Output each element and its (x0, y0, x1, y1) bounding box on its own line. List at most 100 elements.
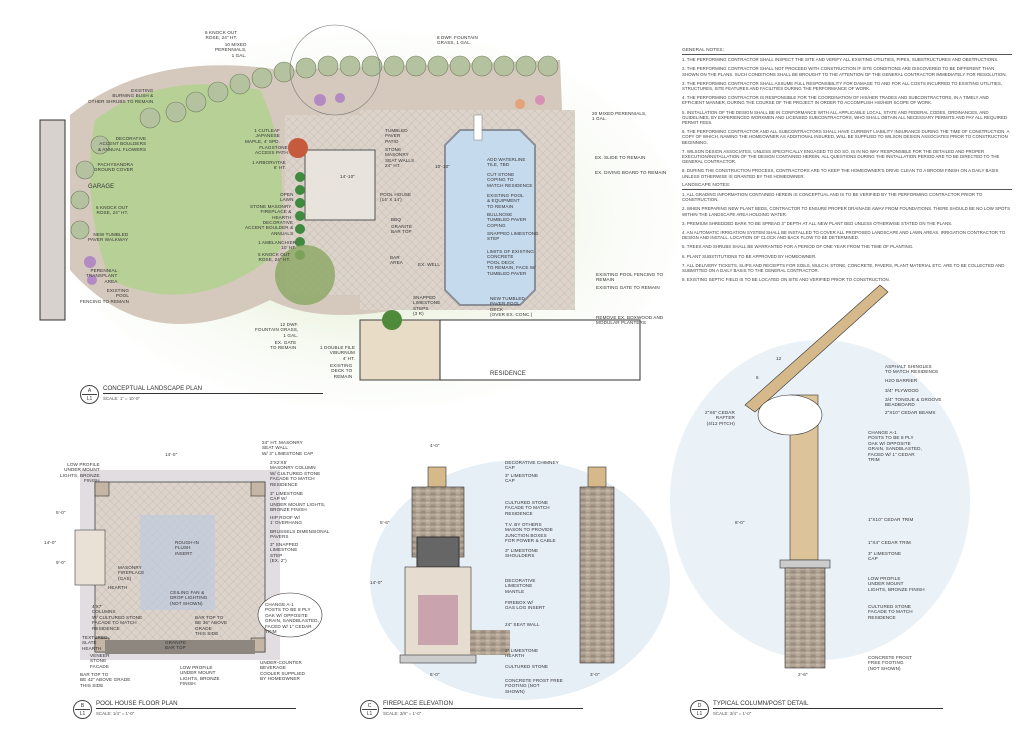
label: 24" Seat Wall (505, 622, 540, 627)
label: Cultured Stone Facade to Match Residence (868, 604, 913, 620)
label: Concrete Frost Free Footing (Not Shown) (505, 678, 563, 694)
drawing-scale: Scale: 3/4" = 1'-0" (713, 711, 752, 716)
label: Ex. Well (418, 262, 440, 267)
dimension: 14'-0" (370, 580, 383, 585)
title-block-d: DL1 Typical Column/Post DetailScale: 3/4… (690, 700, 943, 719)
label: 6 Knock Out Rose, 24" Ht. (96, 205, 129, 216)
amelanchier (275, 245, 335, 305)
label: Rough-In Flush Insert (175, 540, 200, 556)
garage (39, 119, 66, 321)
drawing-scale: Scale: 1/4" = 1'-0" (96, 711, 135, 716)
conceptual-landscape-plan (39, 24, 680, 410)
label: Asphalt Shingles to Match Residence (885, 364, 939, 375)
label: Decorative Accent Boulders & Annual Flow… (98, 136, 147, 152)
label: 3" Limestone Cap (868, 551, 902, 562)
label: Snapped Limestone Step (487, 231, 539, 242)
dimension: 14'-0" (44, 540, 57, 545)
label: Cultured Stone (505, 664, 549, 669)
label: Flagstone Access Path (255, 145, 288, 156)
label: Hip Roof w/ 1' Overhang (270, 515, 303, 526)
dimension: 2'-6" (798, 672, 808, 677)
label: Existing Pool & Equipment to Remain (487, 193, 524, 209)
label: Granite Bar Top (165, 640, 187, 651)
label: New Tumbled Paver Pool Deck (Over Ex. Co… (490, 296, 533, 318)
label: Under-Counter Beverage Cooler Supplied b… (260, 660, 305, 682)
tree-canopy (289, 24, 381, 116)
seat-wall (470, 630, 510, 655)
label-residence: Residence (490, 371, 526, 377)
column-post-detail (670, 284, 970, 669)
drawing-title: Typical Column/Post Detail (713, 700, 943, 709)
title-block-b: BL1 Pool House Floor PlanScale: 1/4" = 1… (73, 700, 296, 719)
label: 8 Dwf. Fountain Grass, 1 Gal. (437, 35, 478, 46)
dimension: 5'-6" (380, 520, 390, 525)
viburnum (382, 310, 402, 330)
label: 3" Snapped Limestone Step (Ex. 2") (270, 542, 299, 564)
label: T.V. by Others Mason to Provide Junction… (505, 522, 556, 544)
label-garage: Garage (88, 184, 115, 190)
note: 8. Existing septic field is to be locate… (682, 277, 890, 283)
fireplace-side (579, 486, 615, 664)
residence (439, 319, 641, 381)
label: 6 Knock Out Rose, 24" Ht. (205, 30, 238, 41)
label: 24" Ht. Masonry Seat Wall w/ 3" Limeston… (262, 440, 314, 456)
note: 6. Plant substitutions to be approved by… (682, 253, 817, 259)
label: Bar Area (390, 255, 403, 266)
pool-house-floor (140, 515, 215, 610)
note: 4. The performing contractor is responsi… (682, 95, 989, 106)
bar-top (105, 640, 255, 654)
dimension: 14'-10" (340, 174, 355, 179)
note: 6. The performing contractor and all sub… (682, 129, 1010, 145)
label: Add Waterline Tile, TBD (487, 157, 526, 168)
fireplace-elevation (370, 460, 670, 700)
label: BBQ (391, 217, 402, 222)
label: Low Profile Under Mount Lights, Bronze F… (180, 665, 220, 687)
label: 3" Limestone Cap w/ Under Mount Lights, … (270, 491, 326, 513)
label: Bullnose Tumbled Paver Coping (487, 212, 527, 228)
label: Hearth (108, 585, 128, 590)
label: 20 Mixed Perennials, 1 Gal. (592, 111, 647, 122)
label: Decorative Chimney Cap (505, 460, 559, 471)
label: Pachysandra Ground Cover (94, 162, 134, 173)
firebox (418, 595, 458, 645)
chimney-cap (427, 466, 447, 488)
label: H2O Barrier (885, 378, 918, 383)
note: 4. An automatic irrigation system shall … (682, 230, 1006, 241)
label: Cut Stone Coping to Match Residence (487, 172, 533, 188)
label: 1 Arborvitae 6' Ht. (252, 160, 286, 171)
label: 5 Knock Out Rose, 24" Ht. (258, 252, 291, 263)
roof-rafter (744, 284, 889, 413)
label: Tumbled Paver Patio (385, 128, 408, 144)
label: 10 Mixed Perennials, 1 Gal. (215, 42, 247, 58)
general-notes: General Notes: 1. The performing contrac… (682, 48, 1012, 287)
dimension: 9'-0" (56, 560, 66, 565)
tv (416, 536, 460, 568)
label: Veneer Stone Facade (90, 653, 110, 669)
label: New Tumbled Paver Walkway (88, 232, 129, 243)
landscape-notes-heading: Landscape Notes: (682, 183, 1012, 191)
label: 3" Limestone Hearth (505, 648, 539, 659)
note: 5. Trees and shrubs shall be warranted f… (682, 244, 914, 250)
label: Stone Masonry Fireplace & Hearth (250, 204, 292, 220)
pool (444, 129, 536, 306)
label: Snapped Limestone Steps (3 R) (413, 295, 441, 317)
label: 1 Amelanchier 10' Ht. (258, 240, 297, 251)
dimension: 8'-0" (735, 520, 745, 525)
label: Decorative Limestone Mantle (505, 578, 536, 594)
label: Cultured Stone Facade to Match Residence (505, 500, 550, 516)
label: 3/4" Plywood (885, 388, 919, 393)
diving-board (473, 114, 483, 141)
label: Bar Top to Be 36" Above Grade This Side (195, 615, 228, 637)
label: 4'x7' Columns w/ Cultured Stone Facade t… (92, 604, 143, 631)
label: 12 Dwf. Fountain Grass, 1 Gal. (255, 322, 299, 338)
pool-house-floor-plan (74, 470, 323, 660)
label: Low Profile Under Mount Lights, Bronze F… (868, 576, 925, 592)
dimension: 6'-0" (430, 672, 440, 677)
label: 3/4" Tongue & Groove Beadboard (885, 397, 942, 408)
note: 3. Premium shredded bark to be spread 3"… (682, 220, 953, 226)
dimension: 10'-10" (435, 164, 450, 169)
label: 2"x10" Cedar Beams (885, 410, 936, 415)
